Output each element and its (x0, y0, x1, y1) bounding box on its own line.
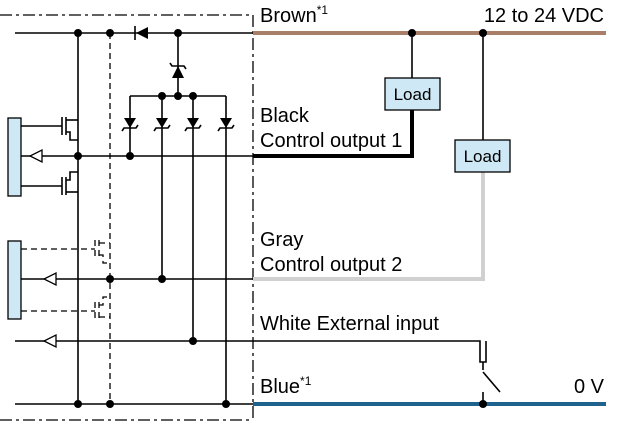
supply-voltage-label: 12 to 24 VDC (484, 5, 604, 27)
blue-label: Blue*1 (260, 374, 312, 398)
gray-wire (253, 171, 485, 281)
white-external-input-label: White External input (260, 313, 439, 335)
zero-volt-label: 0 V (574, 376, 605, 398)
output-2-driver (7, 240, 110, 320)
white-wire (15, 340, 487, 363)
gray-label: Gray (260, 229, 303, 251)
brown-label: Brown*1 (260, 3, 328, 27)
control-output-1-label: Control output 1 (260, 130, 402, 152)
series-diode (134, 26, 148, 40)
zener-diode-3 (184, 118, 202, 132)
junction-dots (74, 29, 487, 408)
load-1-label: Load (394, 85, 432, 104)
black-wire (253, 110, 414, 158)
load-2-label: Load (464, 147, 502, 166)
output-1-driver (7, 117, 78, 197)
control-output-2-label: Control output 2 (260, 254, 402, 276)
zener-diode-2 (153, 118, 171, 132)
zener-diode-top (169, 62, 187, 78)
load-2: Load (454, 139, 511, 173)
external-input-arrow (42, 333, 57, 349)
external-input-switch (482, 362, 501, 404)
zener-diode-1 (121, 118, 139, 132)
load-1: Load (384, 77, 441, 111)
internal-circuit-boundary (0, 14, 254, 421)
zener-diode-4 (217, 118, 235, 132)
black-label: Black (260, 105, 310, 127)
